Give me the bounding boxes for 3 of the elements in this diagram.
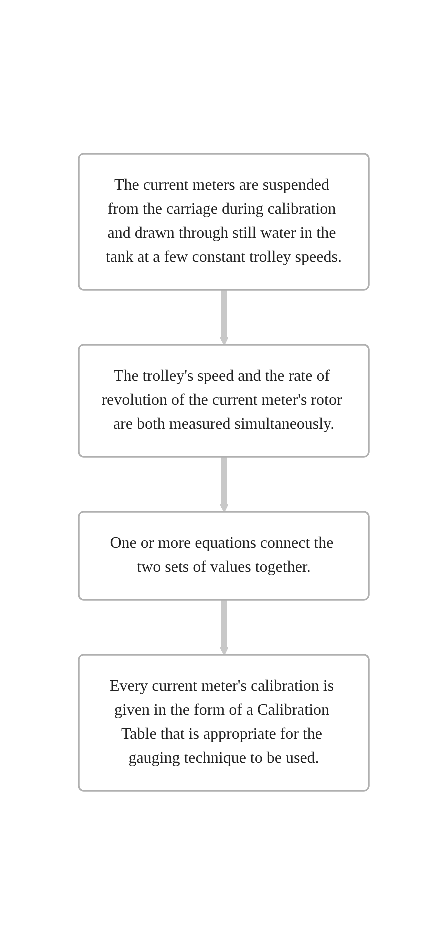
arrow: [220, 600, 229, 656]
arrow: [220, 290, 229, 346]
arrow: [220, 456, 229, 512]
